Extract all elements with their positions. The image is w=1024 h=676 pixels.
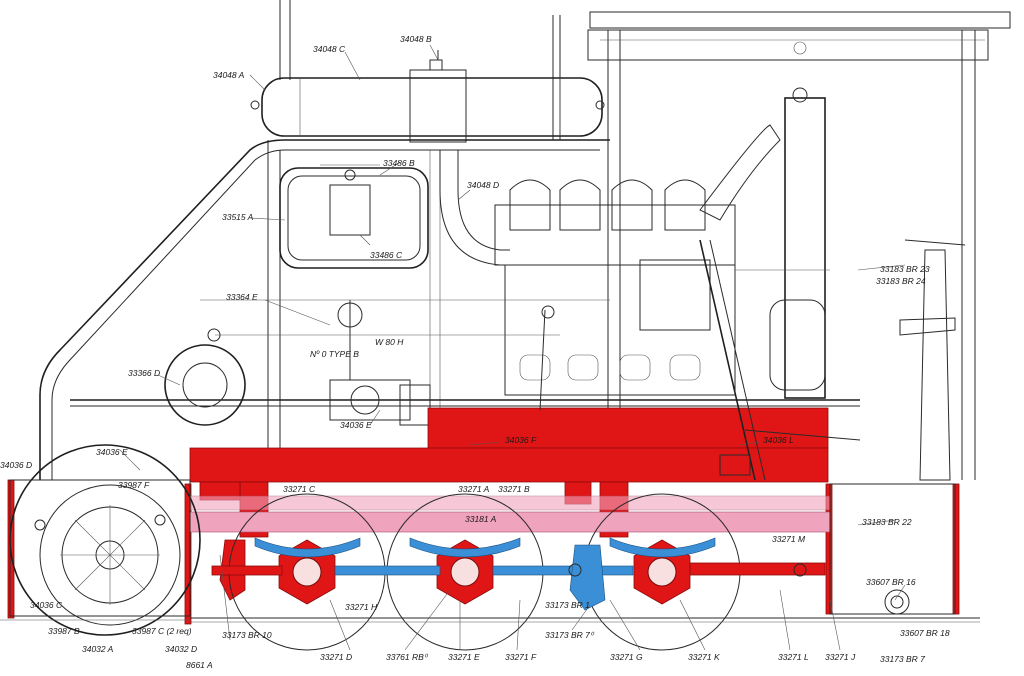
callout-label: 33271 K <box>688 652 720 662</box>
callout-label: 33364 E <box>226 292 258 302</box>
rail-lines <box>0 617 980 623</box>
callout-label: 33173 BR 10 <box>222 630 272 640</box>
callout-label: 34036 C <box>30 600 63 610</box>
callout-label: 34032 D <box>165 644 197 654</box>
springs-blue <box>211 537 826 611</box>
callout-label: 34048 B <box>400 34 432 44</box>
air-reservoir <box>250 50 605 143</box>
callout-label: 33607 BR 18 <box>900 628 950 638</box>
callout-label: 33486 B <box>383 158 415 168</box>
callout-label: 33271 B <box>498 484 530 494</box>
brake-rods <box>539 239 766 481</box>
callout-label: 33987 C (2 req) <box>132 626 192 636</box>
callout-label: 33271 F <box>505 652 537 662</box>
callout-label: 34036 E <box>96 447 128 457</box>
callout-label: 34036 F <box>505 435 537 445</box>
callout-label: 34048 D <box>467 180 499 190</box>
callout-label: 33987 F <box>118 480 150 490</box>
callout-label: 33173 BR 7⁰ <box>545 630 595 640</box>
callout-label: 33271 L <box>778 652 809 662</box>
callout-label: 33173 BR 7 <box>880 654 925 664</box>
main-frame-red <box>7 407 960 625</box>
callout-label: 33607 BR 16 <box>866 577 916 587</box>
callout-label: 33183 BR 22 <box>862 517 912 527</box>
engine-block <box>494 87 830 399</box>
jackshaft-wheel <box>9 444 201 636</box>
callout-label: 33486 C <box>370 250 403 260</box>
callout-label: 33173 BR 1 <box>545 600 590 610</box>
callout-label: 33183 BR 23 <box>880 264 930 274</box>
canopy-frame <box>279 0 1011 480</box>
callout-label: 34036 E <box>340 420 372 430</box>
front-buffer <box>829 239 966 615</box>
callout-label: 34036 D <box>0 460 32 470</box>
callout-label: 33271 E <box>448 652 480 662</box>
callout-label: 33271 G <box>610 652 643 662</box>
callout-label: 33183 BR 24 <box>876 276 926 286</box>
leader-lines <box>119 44 906 651</box>
part-callouts: 34048 C 34048 B 34048 A 33486 B 34048 D … <box>0 34 950 670</box>
tank-window <box>279 164 429 269</box>
callout-label: 8661 A <box>186 660 213 670</box>
callout-label: 33271 D <box>320 652 352 662</box>
callout-label: 33761 RB⁰ <box>386 652 429 662</box>
callout-label: 33271 M <box>772 534 806 544</box>
callout-label: 33271 H <box>345 602 378 612</box>
callout-label: 34036 L <box>763 435 794 445</box>
side-plate-pink <box>189 495 831 533</box>
callout-label: 34048 C <box>313 44 346 54</box>
callout-label: 33271 C <box>283 484 316 494</box>
callout-label: 34048 A <box>213 70 245 80</box>
callout-label: 33271 A <box>458 484 490 494</box>
callout-label: 34032 A <box>82 644 114 654</box>
callout-label: 33181 A <box>465 514 497 524</box>
callout-label: 33987 B <box>48 626 80 636</box>
callout-label: Nº 0 TYPE B <box>310 349 359 359</box>
callout-label: W 80 H <box>375 337 404 347</box>
callout-label: 33515 A <box>222 212 254 222</box>
callout-label: 33271 J <box>825 652 856 662</box>
callout-label: 33366 D <box>128 368 160 378</box>
transmission <box>70 300 860 426</box>
fuel-pipe <box>430 149 510 266</box>
hood-outline <box>39 139 610 480</box>
